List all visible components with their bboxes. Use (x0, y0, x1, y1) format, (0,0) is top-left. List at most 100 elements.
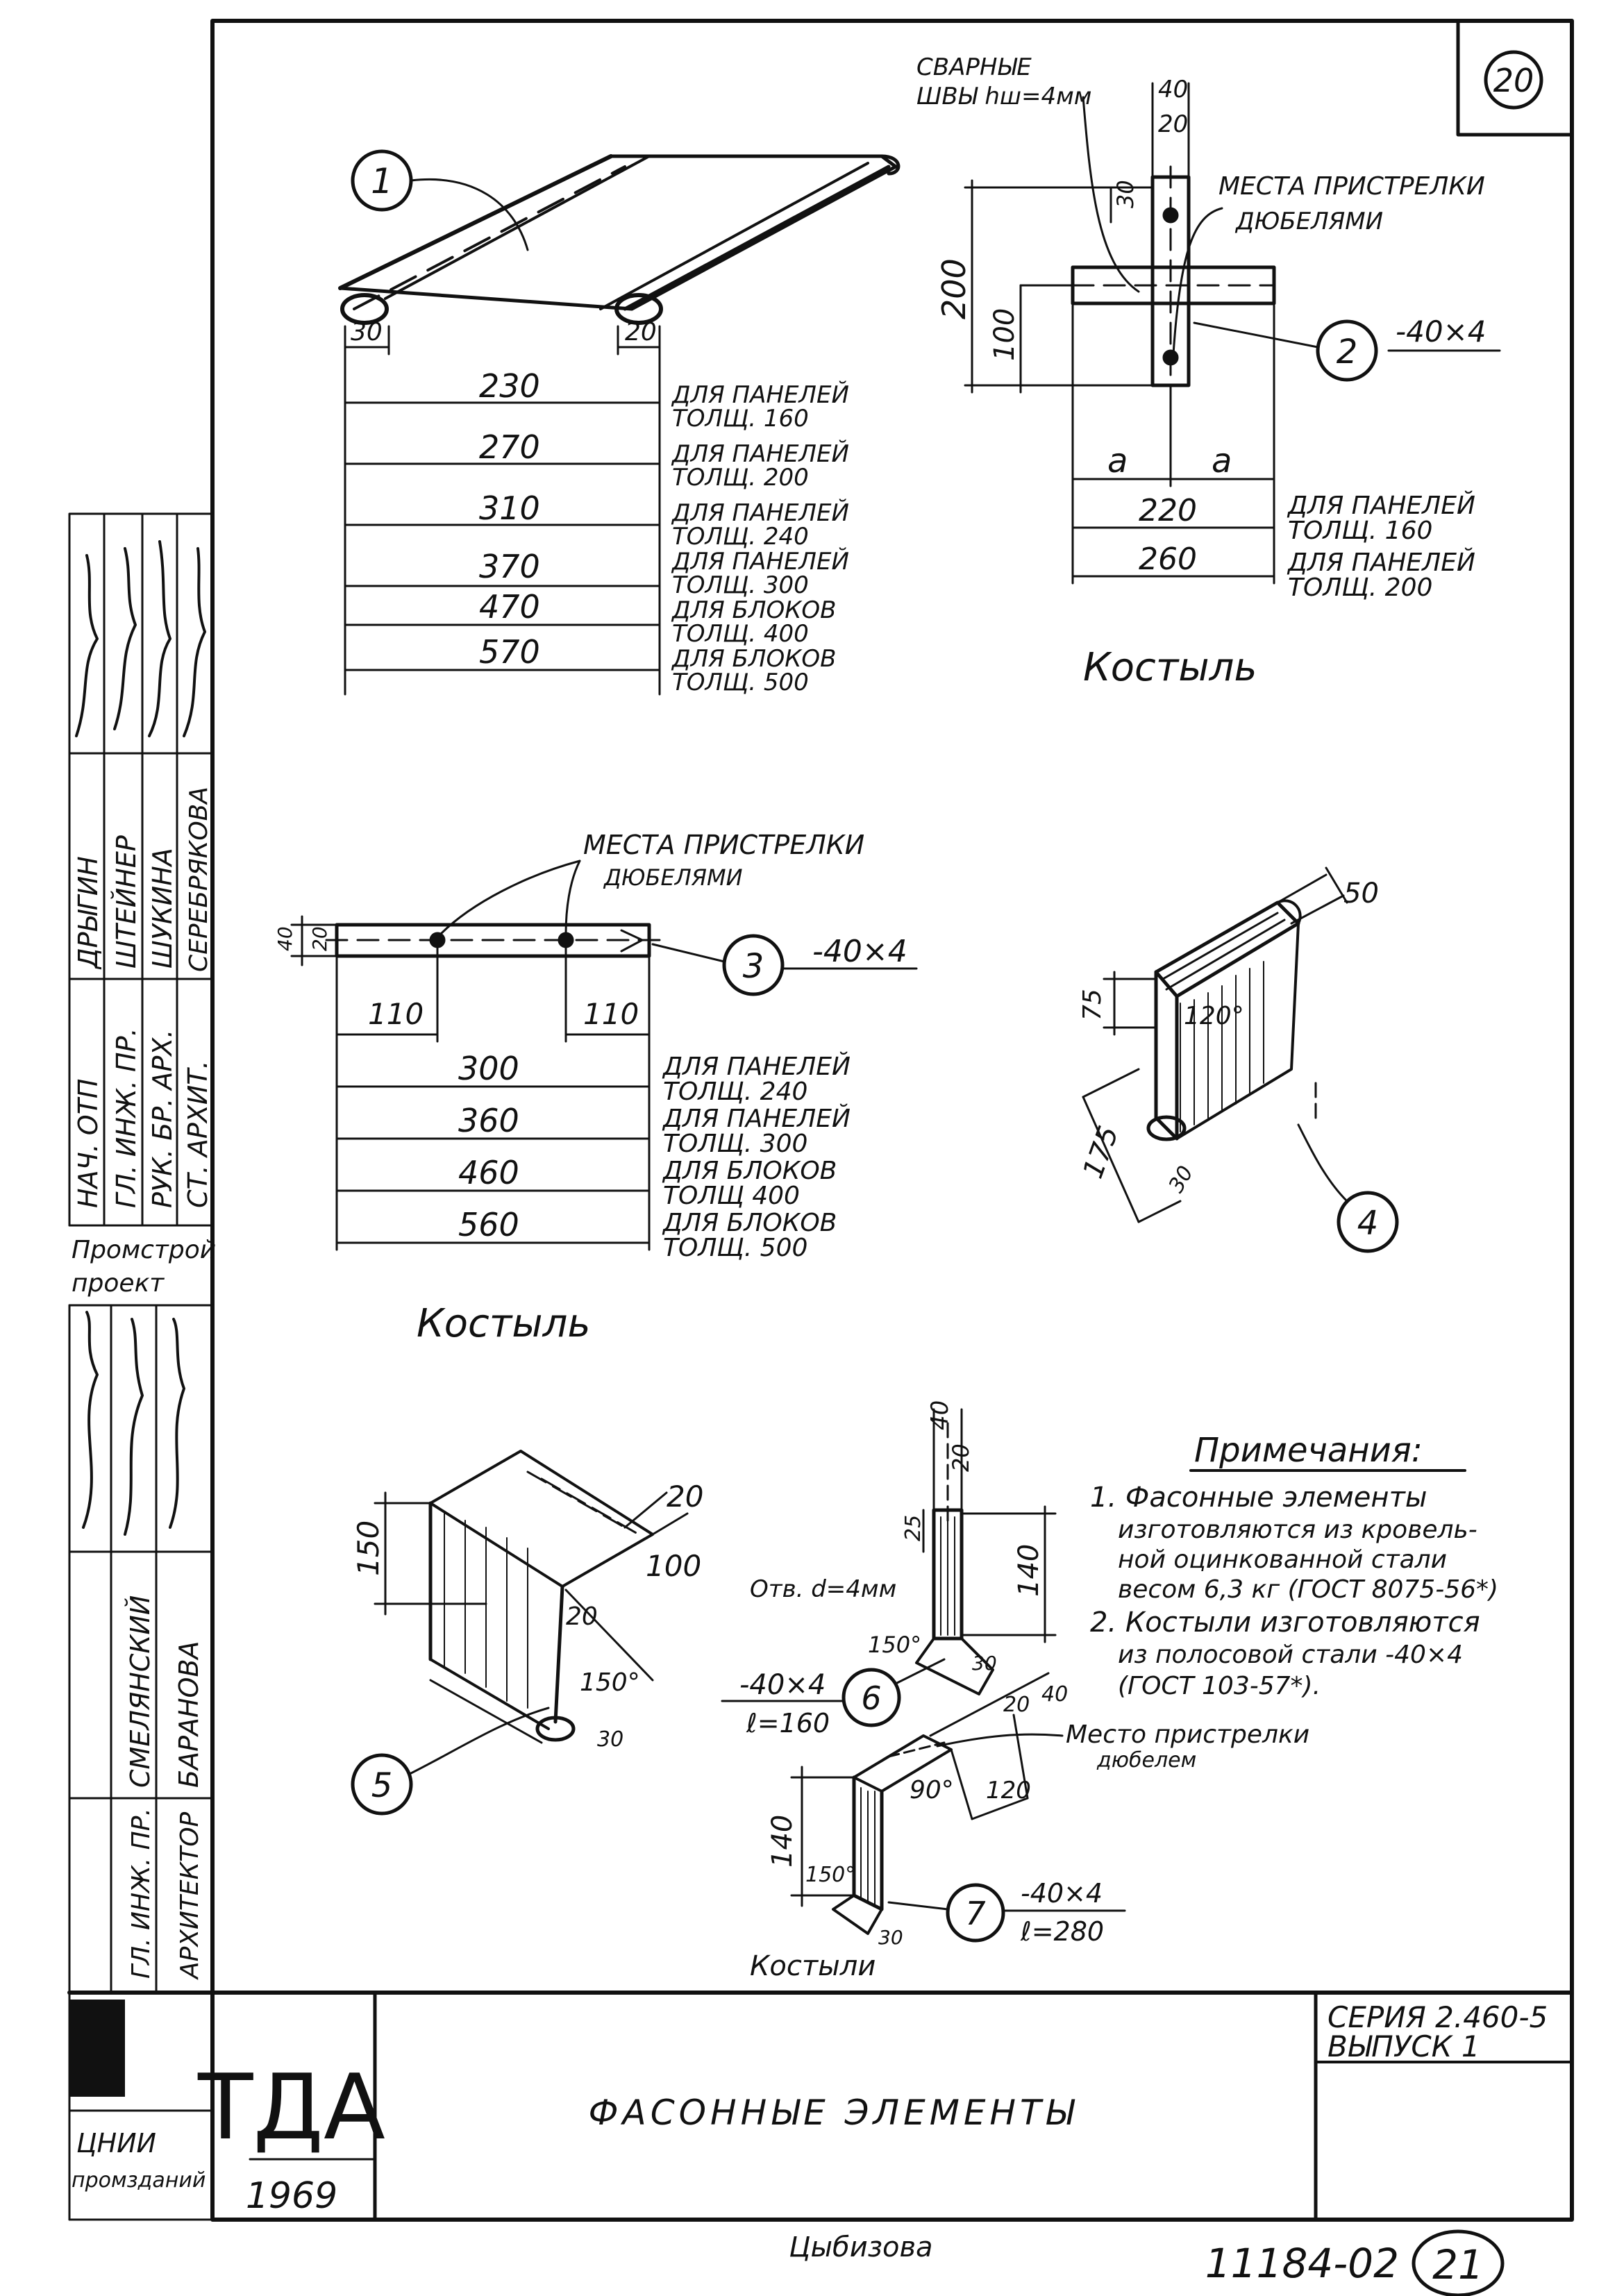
d2-top-40: 40 (1158, 76, 1188, 103)
notes-line-5: 2. Костыли изготовляются (1090, 1607, 1480, 1639)
callout-1-leader (410, 178, 529, 251)
d1-note-2-l1: ДЛЯ ПАНЕЛЕЙ (671, 439, 849, 468)
callout-6: 6 (861, 1679, 881, 1717)
d6-length: ℓ=160 (746, 1708, 830, 1738)
d7-angle150: 150° (805, 1863, 855, 1887)
org-bottom-line2: промзданий (72, 2168, 206, 2193)
callout-5-leader (408, 1707, 550, 1775)
d3-dowel-leader-1 (439, 860, 581, 935)
d7-dim-120: 120 (986, 1777, 1031, 1804)
d1-width-470: 470 (479, 588, 540, 626)
d6-section: -40×4 (739, 1669, 826, 1701)
sheet-number-circle (1484, 50, 1543, 110)
frame (210, 19, 1574, 2222)
detail-2-notes: ДЛЯ ПАНЕЛЕЙ ТОЛЩ. 160 ДЛЯ ПАНЕЛЕЙ ТОЛЩ. … (1287, 491, 1475, 602)
d7-angle90: 90° (910, 1776, 954, 1804)
callout-7: 7 (965, 1895, 985, 1932)
d3-section: -40×4 (812, 934, 907, 969)
detail-1-dim-rows (344, 401, 661, 671)
d3-dim-110-left: 110 (368, 997, 424, 1031)
d1-note-2-l2: ТОЛЩ. 200 (672, 464, 809, 492)
d7-dim-20: 20 (1003, 1693, 1030, 1717)
d4-angle: 120° (1184, 1002, 1244, 1030)
d2-width-220: 220 (1139, 493, 1197, 528)
detail-3-notes: ДЛЯ ПАНЕЛЕЙ ТОЛЩ. 240 ДЛЯ ПАНЕЛЕЙ ТОЛЩ. … (662, 1052, 851, 1262)
d2-dim-30: 30 (1112, 180, 1139, 208)
d7-caption: Костыли (750, 1950, 876, 1982)
d3-note-3-l2: ТОЛЩ 400 (663, 1182, 800, 1210)
d3-width-460: 460 (458, 1154, 519, 1191)
d3-note-4-l2: ТОЛЩ. 500 (663, 1234, 807, 1262)
d2-dim-100: 100 (989, 308, 1021, 361)
d4-dim-30: 30 (1164, 1162, 1198, 1197)
callout-5: 5 (371, 1766, 393, 1805)
stamp-lower-role-1: ГЛ. ИНЖ. ПР. (127, 1808, 156, 1979)
d3-dowel-line1: МЕСТА ПРИСТРЕЛКИ (583, 830, 864, 860)
callout-7-leader (887, 1901, 949, 1911)
d2-section: -40×4 (1396, 315, 1486, 349)
detail-7-drawing (790, 1672, 1050, 1935)
d2-width-260: 260 (1139, 542, 1197, 577)
d2-dim-a-right: a (1212, 442, 1232, 480)
d7-dim-40: 40 (1041, 1682, 1068, 1707)
d1-width-570: 570 (479, 633, 540, 671)
stamp-role-4: СТ. АРХИТ. (183, 1060, 213, 1208)
d1-note-1-l1: ДЛЯ ПАНЕЛЕЙ (671, 380, 849, 409)
sheet-number: 20 (1493, 62, 1534, 99)
d5-dim-20b: 20 (566, 1602, 598, 1631)
stamp-lower-role-2: АРХИТЕКТОР (176, 1811, 204, 1980)
d3-note-1-l2: ТОЛЩ. 240 (663, 1078, 807, 1106)
d1-width-230: 230 (479, 367, 540, 405)
d6-dim-20: 20 (948, 1443, 974, 1472)
detail-3-width-labels: 300 360 460 560 (458, 1050, 519, 1243)
callout-7-circle (946, 1883, 1005, 1943)
notes-line-1: 1. Фасонные элементы (1090, 1482, 1427, 1514)
stamp-signatures-lower (82, 1311, 185, 1536)
d6-dim-140: 140 (1013, 1544, 1045, 1597)
stamp-name-2: ШТЕЙНЕР (111, 835, 142, 969)
callout-6-leader (894, 1658, 946, 1685)
d2-weld-line1: СВАРНЫЕ (916, 53, 1032, 81)
d3-note-4-l1: ДЛЯ БЛОКОВ (662, 1209, 837, 1237)
d5-dim-20: 20 (667, 1480, 703, 1514)
doc-page: 21 (1432, 2241, 1484, 2288)
d3-dim-40: 40 (274, 926, 296, 951)
stamp-signatures-upper (75, 540, 206, 737)
stamp-role-2: ГЛ. ИНЖ. ПР. (111, 1028, 142, 1208)
stamp-name-4: СЕРЕБРЯКОВА (185, 787, 213, 972)
d2-note-1-l1: ДЛЯ ПАНЕЛЕЙ (1287, 491, 1475, 520)
org-abbrev: ТДА (197, 2054, 385, 2160)
stamp-lower-name-2: БАРАНОВА (174, 1641, 204, 1788)
org-middle-line1: Промстрой (72, 1236, 216, 1264)
detail-3-drawing (290, 915, 661, 1251)
org-middle-line2: проект (72, 1269, 165, 1298)
notes-line-4: весом 6,3 кг (ГОСТ 8075-56*) (1118, 1575, 1498, 1604)
d3-note-2-l1: ДЛЯ ПАНЕЛЕЙ (662, 1104, 851, 1133)
d1-note-3-l1: ДЛЯ ПАНЕЛЕЙ (671, 498, 849, 527)
d3-note-2-l2: ТОЛЩ. 300 (663, 1130, 807, 1158)
d2-weld-line2: ШВЫ hш=4мм (916, 83, 1091, 110)
d7-length: ℓ=280 (1020, 1916, 1104, 1947)
d4-dim-75: 75 (1078, 989, 1107, 1021)
d1-dim-left: 30 (351, 318, 383, 346)
callout-2: 2 (1337, 333, 1358, 371)
d7-section: -40×4 (1021, 1878, 1103, 1909)
stamp-name-3: ШУКИНА (147, 848, 178, 969)
d2-dim-200: 200 (935, 258, 973, 319)
d2-dowel-leader (1172, 207, 1223, 355)
callout-5-circle (351, 1753, 413, 1816)
callout-3-leader (651, 943, 726, 963)
doc-number: 11184-02 (1205, 2240, 1399, 2287)
d7-dowel: Место пристрелки (1066, 1720, 1309, 1749)
callout-2-leader (1193, 321, 1319, 349)
callout-6-circle (841, 1668, 901, 1727)
notes-line-6: из полосовой стали -40×4 (1118, 1641, 1463, 1669)
d6-angle: 150° (868, 1632, 921, 1658)
d2-weld-leader (1082, 96, 1140, 293)
notes-line-2: изготовляются из кровель- (1118, 1516, 1477, 1544)
d1-note-5-l1: ДЛЯ БЛОКОВ (671, 596, 836, 624)
d7-dowel-leader (936, 1733, 1064, 1748)
d3-dim-20: 20 (308, 926, 331, 951)
d3-width-360: 360 (458, 1102, 519, 1139)
d2-dowel-line1: МЕСТА ПРИСТРЕЛКИ (1218, 172, 1485, 201)
